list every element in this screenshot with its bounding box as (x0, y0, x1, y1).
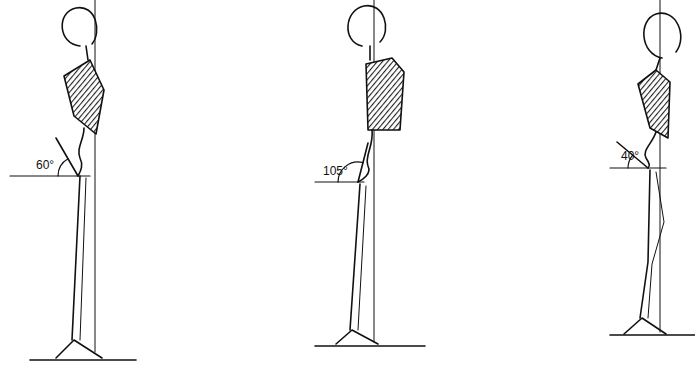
leg (350, 184, 360, 330)
foot (624, 318, 666, 334)
angle-label: 60° (36, 159, 54, 171)
horizontal-reference (315, 181, 364, 182)
angle-arc (58, 159, 68, 176)
neck (86, 46, 88, 60)
spine (358, 130, 372, 182)
figure-one (10, 0, 136, 360)
thorax (64, 60, 104, 134)
ground-line (30, 359, 136, 361)
leg (80, 178, 86, 340)
leg (648, 172, 664, 318)
spine (78, 128, 84, 176)
head (348, 6, 386, 46)
neck (369, 46, 371, 60)
thorax (366, 58, 404, 130)
neck (656, 58, 660, 70)
foot (56, 340, 102, 358)
angle-label: 105° (323, 165, 348, 177)
plumb-line (374, 0, 375, 342)
leg (358, 186, 366, 330)
foot (336, 330, 378, 344)
plumb-line (660, 0, 661, 332)
pelvic-line (617, 142, 648, 168)
thorax (638, 70, 670, 138)
figure-two (315, 0, 425, 346)
head (644, 13, 681, 58)
head (62, 8, 97, 46)
pelvic-line (56, 138, 78, 176)
ground-line (610, 334, 695, 336)
figure-three (610, 0, 695, 335)
ground-line (315, 345, 425, 347)
leg (72, 176, 80, 340)
angle-label: 40° (621, 150, 639, 162)
spine (645, 132, 656, 168)
leg (640, 170, 650, 318)
horizontal-reference (610, 167, 666, 168)
plumb-line (95, 0, 96, 352)
